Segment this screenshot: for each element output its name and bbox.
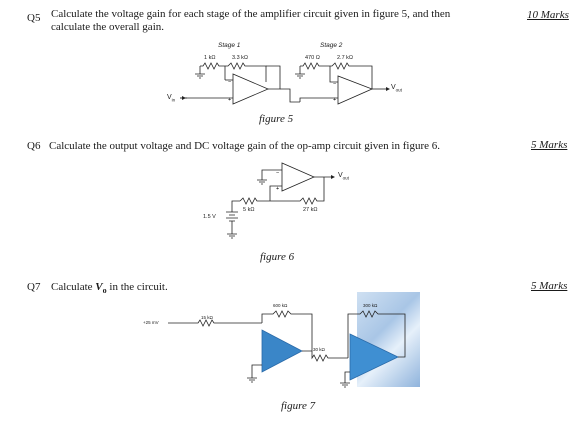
fig5-stage1-label: Stage 1 xyxy=(218,42,241,49)
figure-6-caption: figure 6 xyxy=(260,251,295,263)
fig5-vin-label: Vin xyxy=(167,94,175,102)
fig5-r2-label: 3.3 kΩ xyxy=(232,55,249,61)
q5-question-text: Calculate the voltage gain for each stag… xyxy=(51,8,491,33)
fig6-vsrc-label: 1.5 V xyxy=(203,214,216,220)
q6-number: Q6 xyxy=(27,140,41,152)
fig5-vin-text: V xyxy=(167,94,172,101)
fig7-vin-label: +25 mV xyxy=(143,320,159,325)
q5-text-line2: calculate the overall gain. xyxy=(51,20,164,33)
q5-text-line1: Calculate the voltage gain for each stag… xyxy=(51,8,451,20)
fig6-vout-sub: out xyxy=(342,175,349,181)
fig6-vout-text: V xyxy=(338,172,343,179)
q7-text-sub: o xyxy=(102,286,107,296)
fig5-vout-sub: out xyxy=(395,87,402,93)
q5-number: Q5 xyxy=(27,12,41,24)
svg-text:−: − xyxy=(333,81,336,87)
q6-question-text: Calculate the output voltage and DC volt… xyxy=(49,140,440,152)
svg-text:−: − xyxy=(276,170,279,176)
fig5-vin-sub: in xyxy=(171,97,176,103)
q7-text-prefix: Calculate xyxy=(51,281,96,293)
fig5-stage2-label: Stage 2 xyxy=(320,42,343,49)
fig6-vout-label: Vout xyxy=(338,172,349,180)
svg-text:+: + xyxy=(228,97,231,103)
fig5-vout-label: Vout xyxy=(391,84,402,92)
fig5-r1-label: 1 kΩ xyxy=(204,55,216,61)
fig7-r2-label: 600 kΩ xyxy=(273,303,288,308)
figure-7-caption: figure 7 xyxy=(281,400,316,412)
fig7-r4-label: 300 kΩ xyxy=(363,303,378,308)
q7-question-text: Calculate Vo in the circuit. xyxy=(51,281,168,298)
q5-marks: 10 Marks xyxy=(527,9,569,21)
q7-number: Q7 xyxy=(27,281,41,293)
figure-5-caption: figure 5 xyxy=(259,113,294,125)
svg-text:−: − xyxy=(228,79,231,85)
fig5-vout-text: V xyxy=(391,84,396,91)
fig6-r1-label: 5 kΩ xyxy=(243,207,255,213)
fig7-r1-label: 15 kΩ xyxy=(201,315,213,320)
q6-marks: 5 Marks xyxy=(531,139,568,151)
fig5-r3-label: 470 Ω xyxy=(305,55,320,61)
svg-text:+: + xyxy=(276,186,279,192)
fig5-r4-label: 2.7 kΩ xyxy=(337,55,354,61)
fig6-r2-label: 27 kΩ xyxy=(303,207,318,213)
q7-marks: 5 Marks xyxy=(531,280,568,292)
fig7-r3-label: 30 kΩ xyxy=(313,347,325,352)
svg-text:+: + xyxy=(333,97,336,103)
q7-text-suffix: in the circuit. xyxy=(106,281,168,293)
q7-text-var: V xyxy=(95,281,103,293)
